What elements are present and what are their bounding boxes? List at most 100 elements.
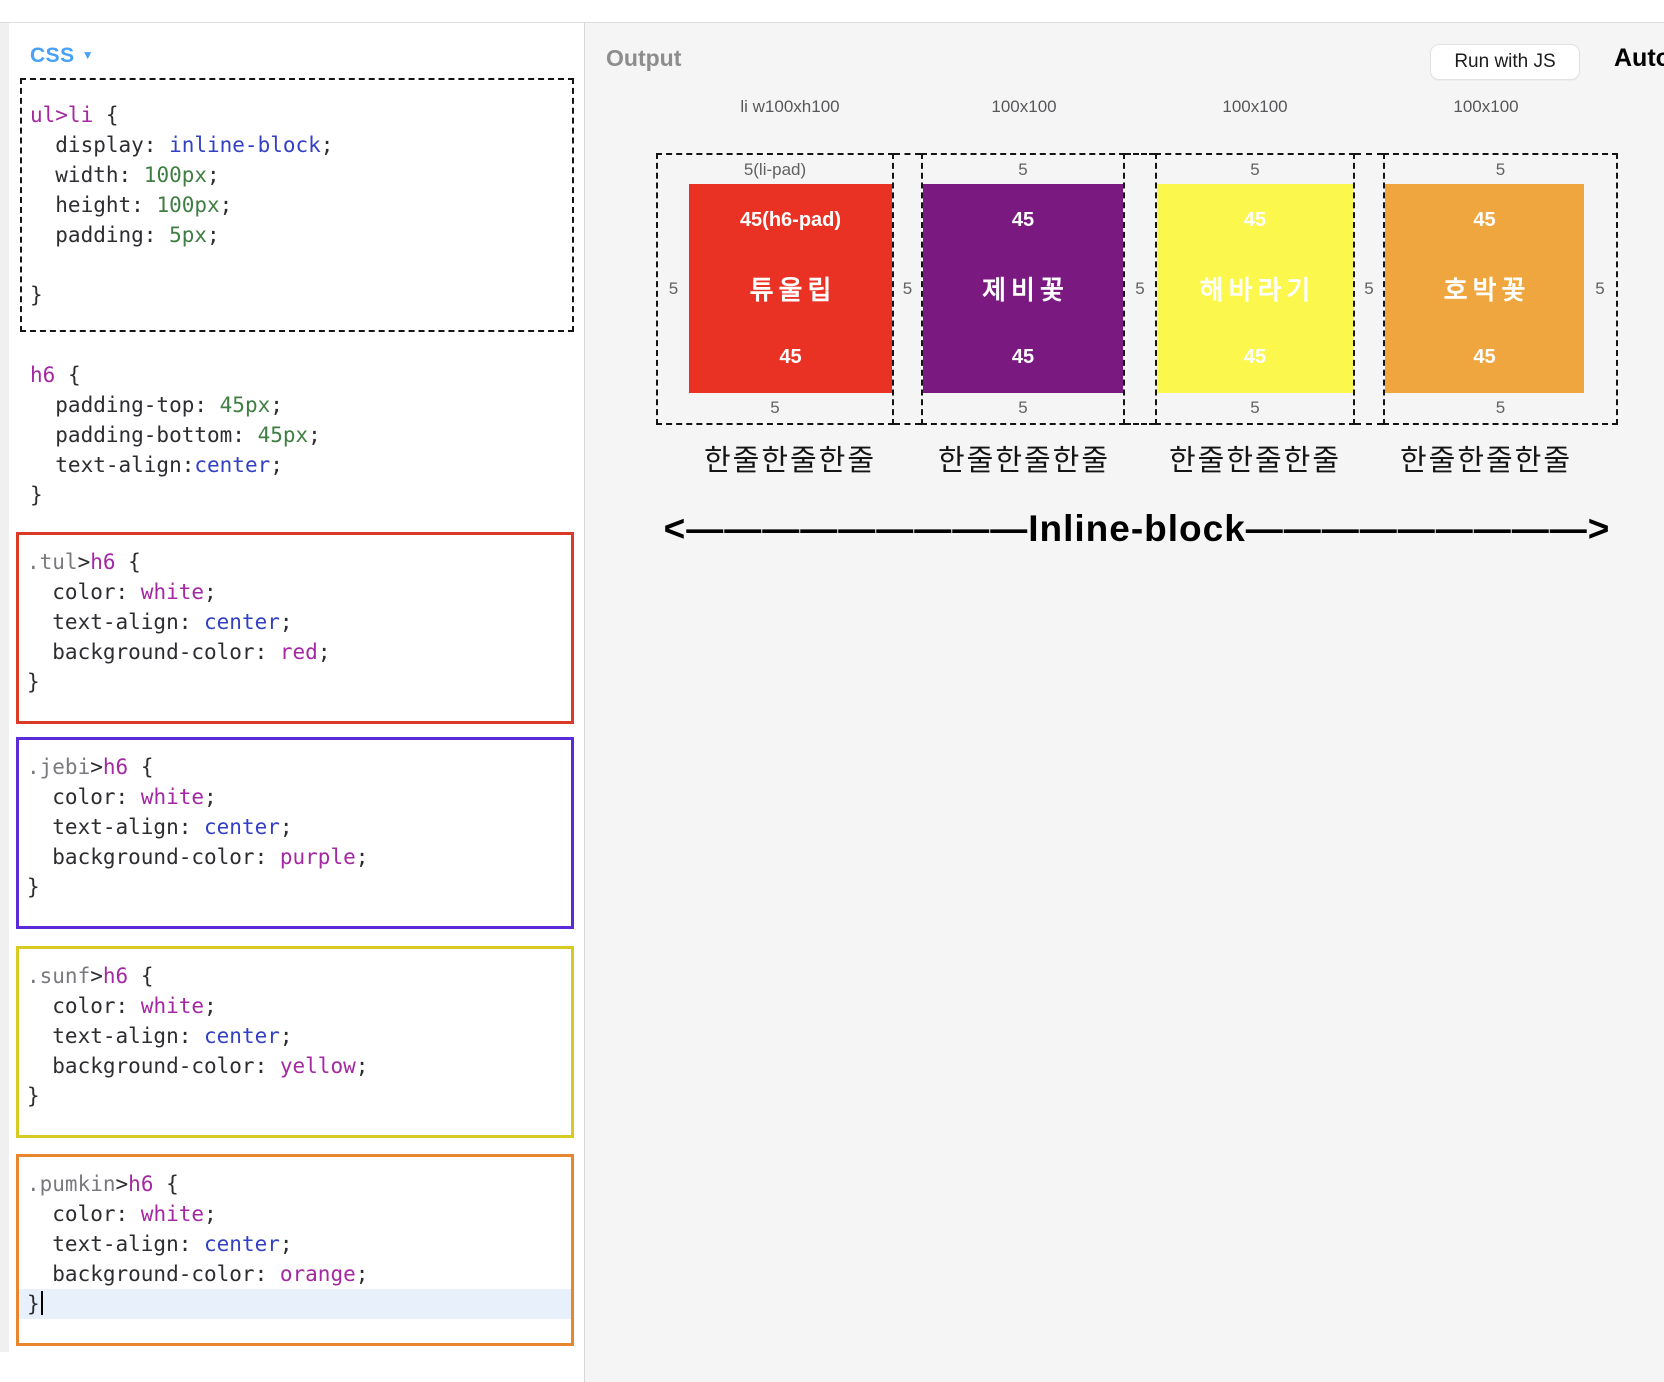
- code-token: white: [140, 994, 205, 1018]
- rule-pumkin[interactable]: .pumkin>h6 { color: white; text-align: c…: [16, 1154, 574, 1346]
- column-header: li w100xh100: [740, 97, 840, 116]
- code-token: color:: [27, 785, 141, 809]
- code-token: padding:: [30, 223, 170, 247]
- code-token: ;: [320, 133, 334, 157]
- column-header: 100x100: [991, 97, 1057, 116]
- code-token: ;: [355, 1262, 369, 1286]
- css-panel-dropdown[interactable]: CSS▼: [30, 44, 94, 68]
- code-token: red: [279, 640, 318, 664]
- li-padding-label-bottom-row: 5: [1250, 398, 1260, 417]
- code-token: text-align:: [27, 815, 205, 839]
- flower-name: 튜울립: [749, 276, 837, 306]
- code-line: [30, 250, 572, 280]
- code-line: color: white;: [27, 1199, 571, 1229]
- code-line: }: [27, 1081, 571, 1111]
- code-token: {: [128, 755, 154, 779]
- code-line: }: [27, 872, 571, 902]
- caption: 한줄한줄한줄: [1168, 443, 1342, 477]
- code-token: background-color:: [27, 1054, 280, 1078]
- h6-padding-label-top: 45(h6-pad): [739, 208, 842, 231]
- code-token: orange: [279, 1262, 356, 1286]
- code-line: .jebi>h6 {: [27, 752, 571, 782]
- code-line: color: white;: [27, 577, 571, 607]
- code-line: text-align: center;: [27, 607, 571, 637]
- code-line: text-align: center;: [27, 1021, 571, 1051]
- panel-divider[interactable]: [584, 22, 585, 1382]
- rule-h6[interactable]: h6 { padding-top: 45px; padding-bottom: …: [16, 352, 574, 516]
- rule-tul[interactable]: .tul>h6 { color: white; text-align: cent…: [16, 532, 574, 724]
- code-token: padding-top:: [30, 393, 220, 417]
- code-token: ;: [204, 994, 217, 1018]
- code-token: 45px: [257, 423, 309, 447]
- code-token: inline-block: [169, 133, 321, 157]
- rule-jebi[interactable]: .jebi>h6 { color: white; text-align: cen…: [16, 737, 574, 929]
- code-token: }: [27, 670, 40, 694]
- code-token: center: [204, 1024, 280, 1048]
- code-line: text-align:center;: [30, 450, 574, 480]
- code-line: }: [30, 280, 572, 310]
- caption: 한줄한줄한줄: [1399, 443, 1573, 477]
- code-token: ;: [279, 610, 293, 634]
- code-token: h6: [128, 1172, 154, 1196]
- code-token: >: [90, 964, 103, 988]
- code-token: white: [140, 580, 205, 604]
- code-token: }: [27, 1292, 40, 1316]
- code-token: {: [115, 550, 141, 574]
- code-token: ;: [204, 1202, 217, 1226]
- code-token: white: [140, 1202, 205, 1226]
- code-token: center: [204, 815, 280, 839]
- code-token: ul>li: [30, 103, 94, 127]
- rule-sunf[interactable]: .sunf>h6 { color: white; text-align: cen…: [16, 946, 574, 1138]
- code-token: yellow: [279, 1054, 356, 1078]
- code-token: >: [115, 1172, 129, 1196]
- code-token: .pumkin: [27, 1172, 116, 1196]
- code-token: ;: [204, 785, 217, 809]
- code-token: text-align:: [30, 453, 195, 477]
- code-token: h6: [90, 550, 116, 574]
- caption: 한줄한줄한줄: [937, 443, 1111, 477]
- editor-gutter: [0, 23, 9, 1352]
- li-padding-label-bottom-row: 5: [770, 398, 780, 417]
- code-line: padding-top: 45px;: [30, 390, 574, 420]
- code-token: }: [30, 283, 43, 307]
- flower-name: 호박꽃: [1443, 276, 1531, 306]
- gap-column: 5: [894, 153, 921, 425]
- code-token: ;: [219, 193, 233, 217]
- code-token: h6: [102, 755, 129, 779]
- code-line: padding: 5px;: [30, 220, 572, 250]
- li-padding-label-top: 5(li-pad): [743, 159, 807, 179]
- css-code-editor[interactable]: ul>li { display: inline-block; width: 10…: [16, 78, 574, 1346]
- code-token: color:: [27, 994, 141, 1018]
- run-with-js-label: Run with JS: [1454, 51, 1556, 72]
- code-token: >: [77, 550, 91, 574]
- code-token: 100px: [156, 193, 220, 217]
- code-line: background-color: red;: [27, 637, 571, 667]
- h6-padding-label-top: 45: [1243, 208, 1267, 231]
- code-token: {: [93, 103, 119, 127]
- flower-name: 해바라기: [1199, 276, 1316, 306]
- code-token: {: [55, 363, 81, 387]
- code-line: .tul>h6 {: [27, 547, 571, 577]
- code-line: background-color: orange;: [27, 1259, 571, 1289]
- inline-block-arrow: <—————————Inline-block—————————>: [663, 508, 1611, 549]
- code-token: }: [30, 483, 43, 507]
- li-padding-label-top: 5: [1018, 159, 1028, 179]
- li-padding-label-bottom-row: 5: [1495, 398, 1506, 417]
- run-with-js-button[interactable]: Run with JS: [1430, 44, 1580, 80]
- code-token: ;: [317, 640, 331, 664]
- code-token: height:: [30, 193, 157, 217]
- code-token: ;: [308, 423, 321, 447]
- rule-ul-li[interactable]: ul>li { display: inline-block; width: 10…: [20, 78, 574, 332]
- auto-toggle[interactable]: Auto: [1614, 44, 1664, 72]
- code-token: color:: [27, 580, 141, 604]
